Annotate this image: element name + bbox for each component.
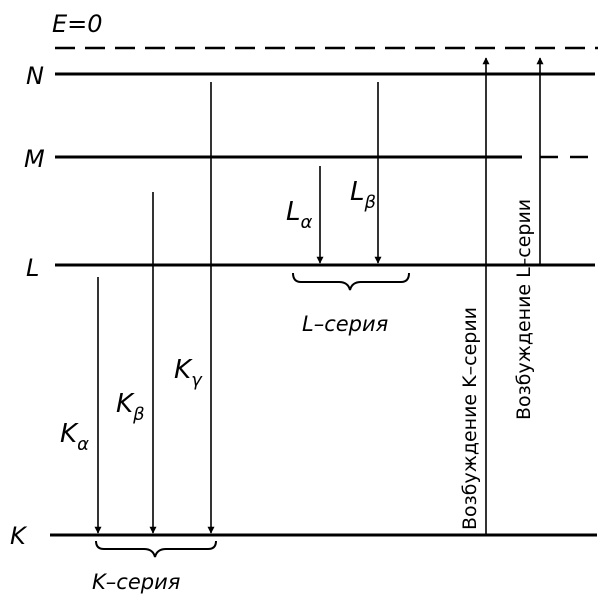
level-label-k: K — [10, 522, 28, 550]
l-series-brace — [292, 272, 410, 291]
level-label-l: L — [26, 254, 39, 282]
k-series-brace — [95, 540, 217, 558]
l-series-label: L–серия — [302, 312, 388, 336]
label-k-alpha: Kα — [60, 419, 89, 455]
k-series-label: K–серия — [92, 570, 180, 594]
excitation-k-label: Возбуждение K–серии — [459, 307, 481, 530]
label-k-beta: Kβ — [116, 389, 145, 425]
level-label-n: N — [26, 62, 44, 90]
label-k-gamma: Kγ — [174, 355, 203, 391]
level-label-m: M — [24, 145, 45, 173]
label-l-beta: Lβ — [350, 177, 376, 213]
zero-energy-label: E=0 — [52, 10, 103, 38]
excitation-l-label: Возбуждение L–серии — [513, 199, 535, 420]
label-l-alpha: Lα — [286, 197, 313, 233]
